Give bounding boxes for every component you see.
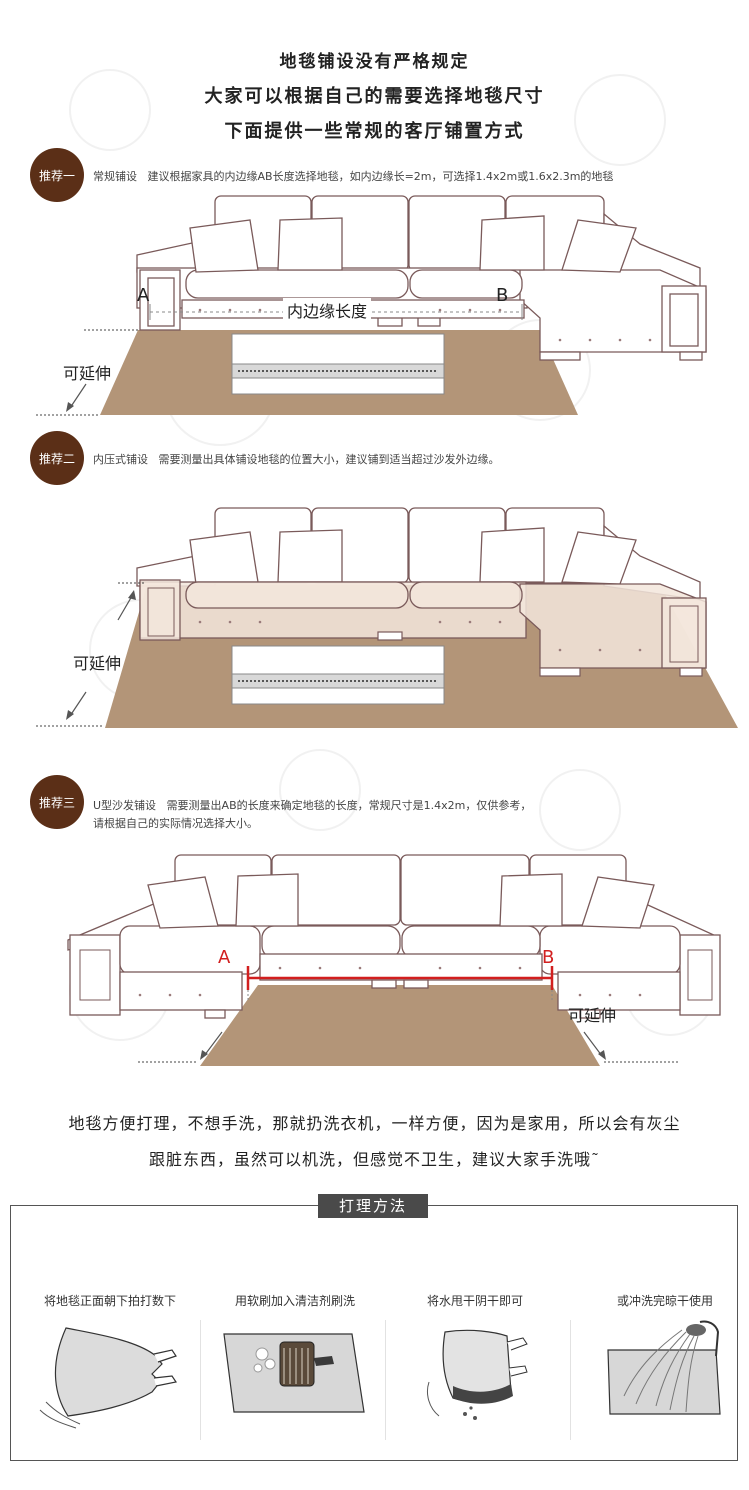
note-line-2: 跟脏东西，虽然可以机洗，但感觉不卫生，建议大家手洗哦˜ xyxy=(148,1150,600,1169)
label-a-3: A xyxy=(218,947,231,968)
section-3-title: U型沙发铺设 xyxy=(93,799,157,812)
header-line-3: 下面提供一些常规的客厅铺置方式 xyxy=(224,121,525,142)
section-1-text: 建议根据家具的内边缘AB长度选择地毯，如内边缘长=2m，可选择1.4x2m或1.… xyxy=(147,170,614,183)
brush-clean-icon xyxy=(223,1333,365,1413)
section-1-title: 常规铺设 xyxy=(93,170,137,183)
care-divider xyxy=(200,1320,201,1440)
badge-recommend-3: 推荐三 xyxy=(30,775,84,829)
section-3-text: 需要测量出AB的长度来确定地毯的长度，常规尺寸是1.4x2m，仅供参考， xyxy=(166,799,532,812)
care-title: 打理方法 xyxy=(318,1194,428,1218)
label-extend-1: 可延伸 xyxy=(63,364,112,383)
care-step-3-caption: 将水甩干阴干即可 xyxy=(426,1294,523,1308)
care-divider xyxy=(385,1320,386,1440)
shower-rinse-icon xyxy=(607,1320,721,1415)
badge-recommend-2: 推荐二 xyxy=(30,431,84,485)
badge-recommend-1: 推荐一 xyxy=(30,148,84,202)
header-line-1: 地毯铺设没有严格规定 xyxy=(279,52,470,72)
label-b-1: B xyxy=(496,285,509,306)
section-2-title: 内压式铺设 xyxy=(93,453,148,466)
section-2-desc: 内压式铺设 需要测量出具体铺设地毯的位置大小，建议铺到适当超过沙发外边缘。 xyxy=(93,451,500,467)
header-line-2: 大家可以根据自己的需要选择地毯尺寸 xyxy=(204,86,545,107)
section-3-desc: U型沙发铺设 需要测量出AB的长度来确定地毯的长度，常规尺寸是1.4x2m，仅供… xyxy=(93,797,531,813)
care-step-4-caption: 或冲洗完晾干使用 xyxy=(616,1294,713,1308)
label-extend-3: 可延伸 xyxy=(568,1006,617,1025)
section-3-desc-2: 请根据自己的实际情况选择大小。 xyxy=(93,817,258,830)
care-step-1-caption: 将地毯正面朝下拍打数下 xyxy=(43,1294,176,1308)
section-1-desc: 常规铺设 建议根据家具的内边缘AB长度选择地毯，如内边缘长=2m，可选择1.4x… xyxy=(93,168,613,184)
sofa-illustration-3 xyxy=(67,854,721,1066)
rug-shake-icon xyxy=(39,1327,177,1429)
label-inner-length: 内边缘长度 xyxy=(283,298,372,322)
sofa-illustration-1 xyxy=(36,195,707,416)
care-step-2-caption: 用软刷加入清洁剂刷洗 xyxy=(234,1294,355,1308)
label-a-1: A xyxy=(137,285,150,306)
rug-dry-icon xyxy=(426,1329,528,1420)
note-line-1: 地毯方便打理，不想手洗，那就扔洗衣机，一样方便，因为是家用，所以会有灰尘 xyxy=(68,1114,681,1133)
care-divider xyxy=(570,1320,571,1440)
label-extend-2: 可延伸 xyxy=(73,654,122,673)
sofa-illustration-2 xyxy=(36,507,738,728)
label-b-3: B xyxy=(542,947,555,968)
section-2-text: 需要测量出具体铺设地毯的位置大小，建议铺到适当超过沙发外边缘。 xyxy=(158,453,500,466)
